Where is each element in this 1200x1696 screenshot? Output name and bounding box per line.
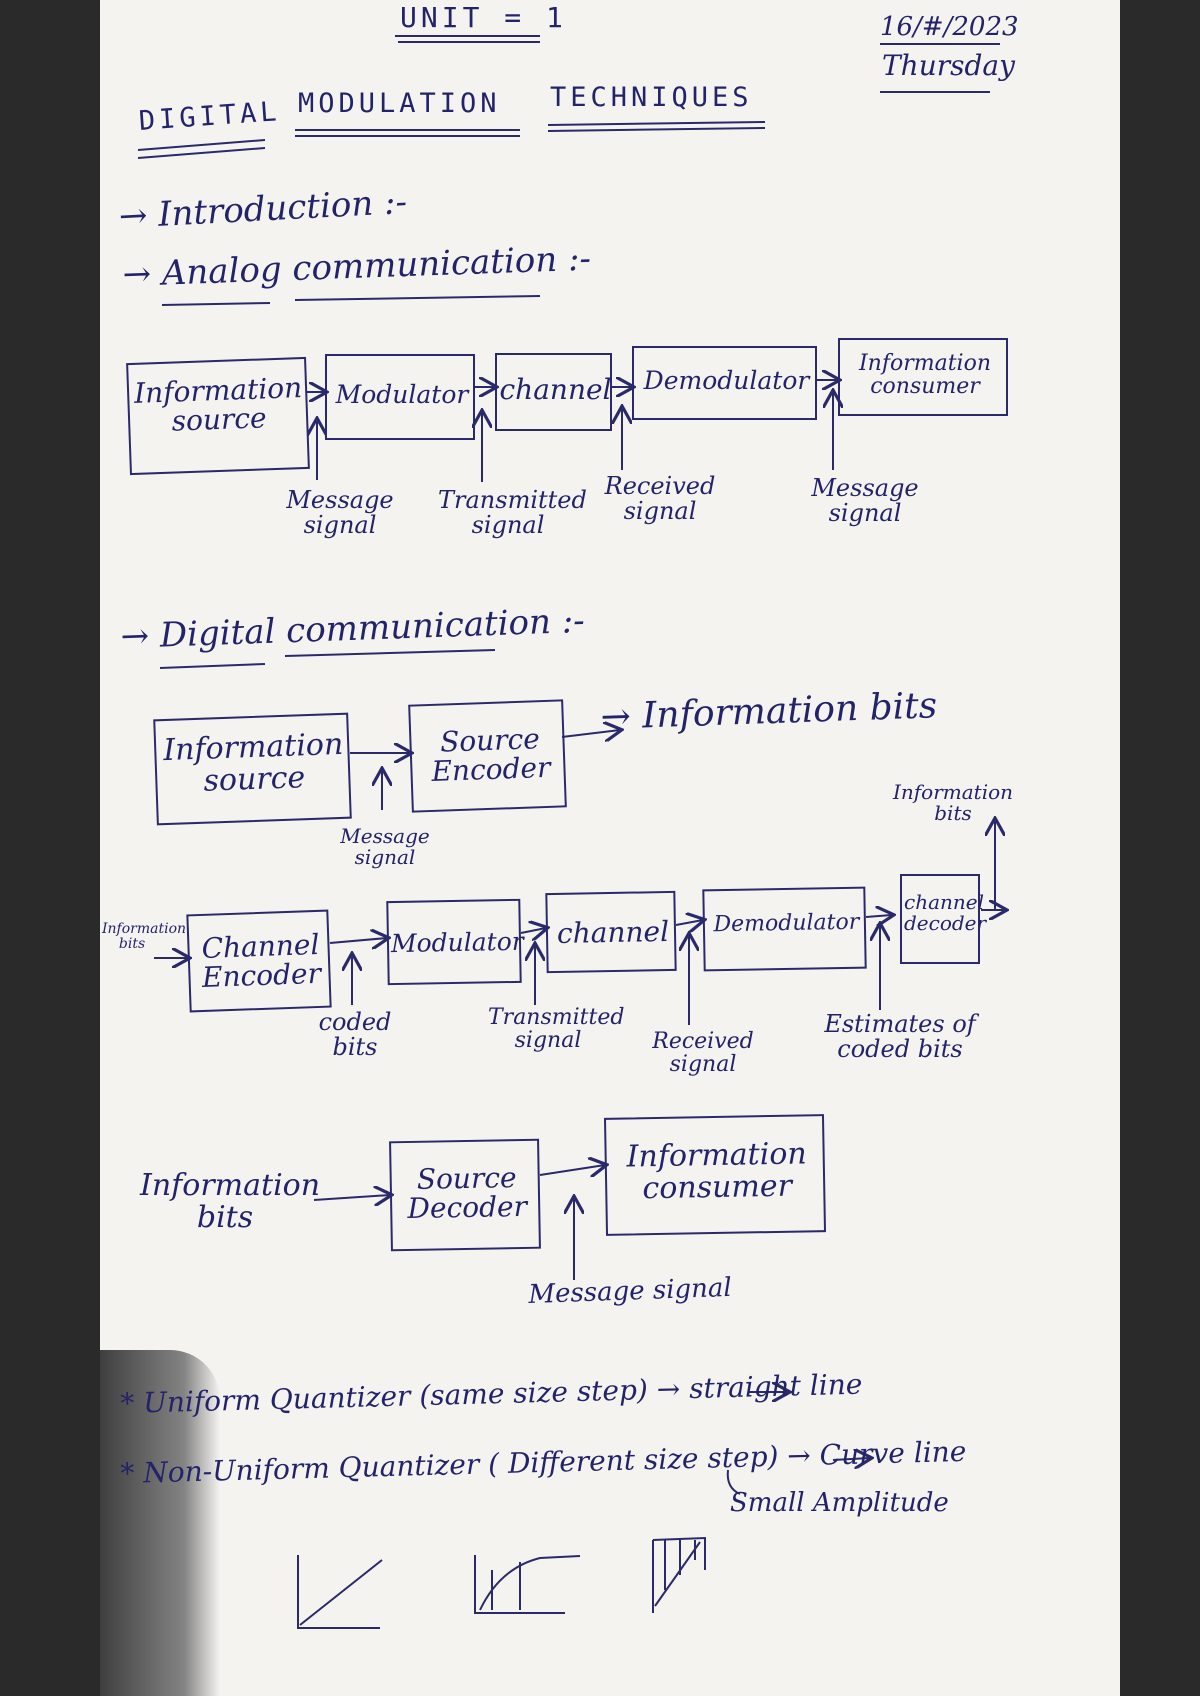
- digital2-label-estimates-of-coded-bits: Estimates of coded bits: [824, 1010, 976, 1064]
- digital-block-channel-decoder: channel decoder: [900, 874, 986, 964]
- digital2-label-output-information-bits: Information bits: [892, 780, 1014, 825]
- analog-label-received-signal: Received signal: [604, 472, 716, 526]
- note-small-amplitude: Small Amplitude: [730, 1488, 949, 1518]
- hand-shadow: [100, 1350, 220, 1696]
- analog-label-transmitted-signal: Transmitted signal: [438, 486, 587, 540]
- analog-block-demodulator: Demodulator: [632, 346, 817, 420]
- digital-block-information-consumer: Information consumer: [603, 1114, 827, 1236]
- digital3-label-message-signal: Message signal: [527, 1272, 733, 1310]
- digital-block-modulator: Modulator: [386, 898, 524, 986]
- title-word-2: MODULATION: [298, 88, 501, 119]
- title-word-3: TECHNIQUES: [550, 82, 753, 113]
- digital-block-source-encoder: Source Encoder: [408, 699, 567, 813]
- analog-block-information-consumer: Information consumer: [838, 338, 1008, 416]
- notebook-page: UNIT = 1 16/#/2023 Thursday DIGITAL MODU…: [100, 0, 1120, 1696]
- digital2-label-received-signal: Received signal: [652, 1029, 754, 1078]
- digital1-label-message-signal: Message signal: [340, 824, 430, 869]
- digital-block-channel-encoder: Channel Encoder: [186, 909, 332, 1013]
- date-text: 16/#/2023: [880, 12, 1019, 42]
- diagram-lines: [137, 35, 1120, 1629]
- digital2-label-transmitted-signal: Transmitted signal: [488, 1005, 625, 1054]
- analog-label-message-signal-out: Message signal: [811, 474, 919, 528]
- unit-heading: UNIT = 1: [400, 1, 567, 34]
- digital2-label-input-information-bits: Information bits: [102, 921, 187, 952]
- analog-block-channel: channel: [495, 353, 612, 431]
- digital-block-source-decoder: Source Decoder: [389, 1138, 541, 1252]
- digital3-label-information-bits: Information bits: [140, 1168, 321, 1235]
- digital-block-demodulator: Demodulator: [702, 886, 867, 972]
- analog-block-information-source: Information source: [126, 356, 310, 476]
- digital-block-information-source: Information source: [153, 712, 352, 826]
- digital-block-channel: channel: [545, 890, 677, 974]
- day-text: Thursday: [882, 49, 1015, 82]
- analog-label-message-signal: Message signal: [286, 486, 394, 540]
- analog-block-modulator: Modulator: [325, 354, 475, 440]
- digital2-label-coded-bits: coded bits: [318, 1008, 392, 1062]
